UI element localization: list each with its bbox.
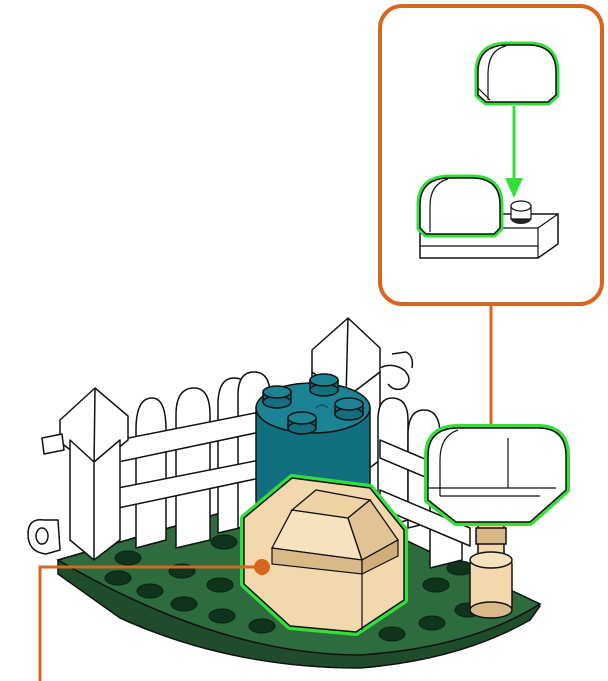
callout-curved-slope-piece bbox=[478, 45, 556, 102]
highlighted-curved-piece bbox=[428, 428, 566, 522]
tan-support-post bbox=[470, 510, 512, 618]
fence-post-left bbox=[28, 388, 128, 560]
pointer-dot bbox=[254, 559, 270, 575]
highlighted-tan-house-piece bbox=[244, 478, 404, 632]
